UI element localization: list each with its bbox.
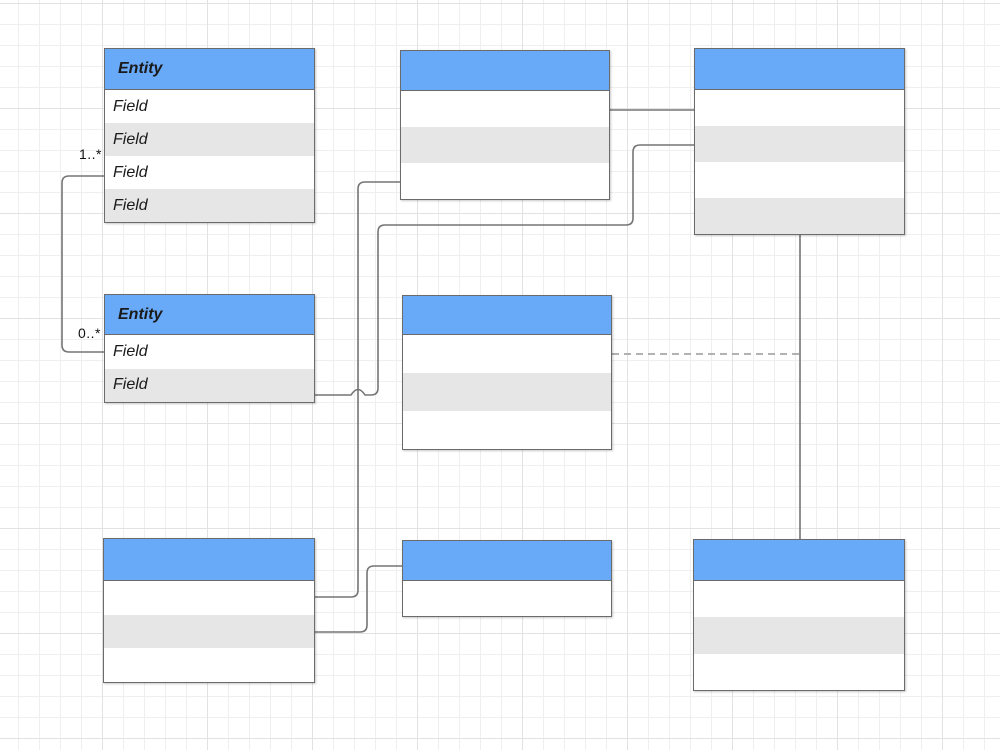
entity-field-row[interactable]	[403, 373, 611, 411]
entity-field-row[interactable]	[694, 654, 904, 690]
entity-header[interactable]	[695, 49, 904, 90]
entity-header[interactable]	[403, 296, 611, 335]
entity-field-row[interactable]: Field	[105, 90, 314, 123]
entity-field-row[interactable]: Field	[105, 335, 314, 369]
entity-field-row[interactable]	[401, 91, 609, 127]
entity-title: Entity	[118, 305, 163, 323]
cardinality-label-zero-to-many[interactable]: 0..*	[77, 325, 101, 341]
entity-top-left[interactable]: Entity Field Field Field Field	[104, 48, 315, 223]
entity-header[interactable]: Entity	[105, 49, 314, 90]
entity-field-row[interactable]	[401, 163, 609, 199]
entity-bottom-middle[interactable]	[402, 540, 612, 617]
entity-header[interactable]	[403, 541, 611, 581]
connector-topright-to-middleleft[interactable]	[315, 144, 694, 396]
field-label: Field	[113, 196, 148, 214]
entity-field-row[interactable]	[695, 162, 904, 198]
connector-topmiddle-to-bottomleft[interactable]	[315, 181, 400, 598]
entity-bottom-right[interactable]	[693, 539, 905, 691]
entity-header[interactable]	[104, 539, 314, 581]
entity-field-row[interactable]	[694, 617, 904, 654]
field-label: Field	[113, 342, 148, 360]
entity-field-row[interactable]	[403, 335, 611, 373]
entity-field-row[interactable]	[695, 126, 904, 162]
field-label: Field	[113, 376, 148, 394]
field-label: Field	[113, 130, 148, 148]
entity-field-row[interactable]	[401, 127, 609, 163]
cardinality-label-one-to-many[interactable]: 1..*	[78, 146, 102, 162]
entity-field-row[interactable]	[104, 614, 314, 649]
entity-header[interactable]	[401, 51, 609, 91]
entity-field-row[interactable]	[403, 581, 611, 616]
field-label: Field	[113, 163, 148, 181]
entity-middle-center[interactable]	[402, 295, 612, 450]
entity-title: Entity	[118, 60, 163, 77]
entity-field-row[interactable]: Field	[105, 156, 314, 189]
entity-field-row[interactable]: Field	[105, 368, 314, 402]
entity-top-middle[interactable]	[400, 50, 610, 200]
connector-topleft-to-middleleft[interactable]	[61, 175, 104, 353]
entity-header[interactable]	[694, 540, 904, 581]
entity-field-row[interactable]: Field	[105, 189, 314, 222]
entity-field-row[interactable]	[104, 648, 314, 682]
entity-field-row[interactable]	[694, 581, 904, 617]
entity-field-row[interactable]	[695, 90, 904, 126]
entity-field-row[interactable]	[695, 198, 904, 234]
entity-field-row[interactable]	[104, 581, 314, 615]
entity-header[interactable]: Entity	[105, 295, 314, 335]
entity-field-row[interactable]	[403, 411, 611, 449]
entity-field-row[interactable]: Field	[105, 123, 314, 156]
field-label: Field	[113, 97, 148, 115]
connector-bottomleft-to-bottommiddle[interactable]	[315, 565, 402, 633]
entity-top-right[interactable]	[694, 48, 905, 235]
entity-middle-left[interactable]: Entity Field Field	[104, 294, 315, 403]
entity-bottom-left[interactable]	[103, 538, 315, 683]
